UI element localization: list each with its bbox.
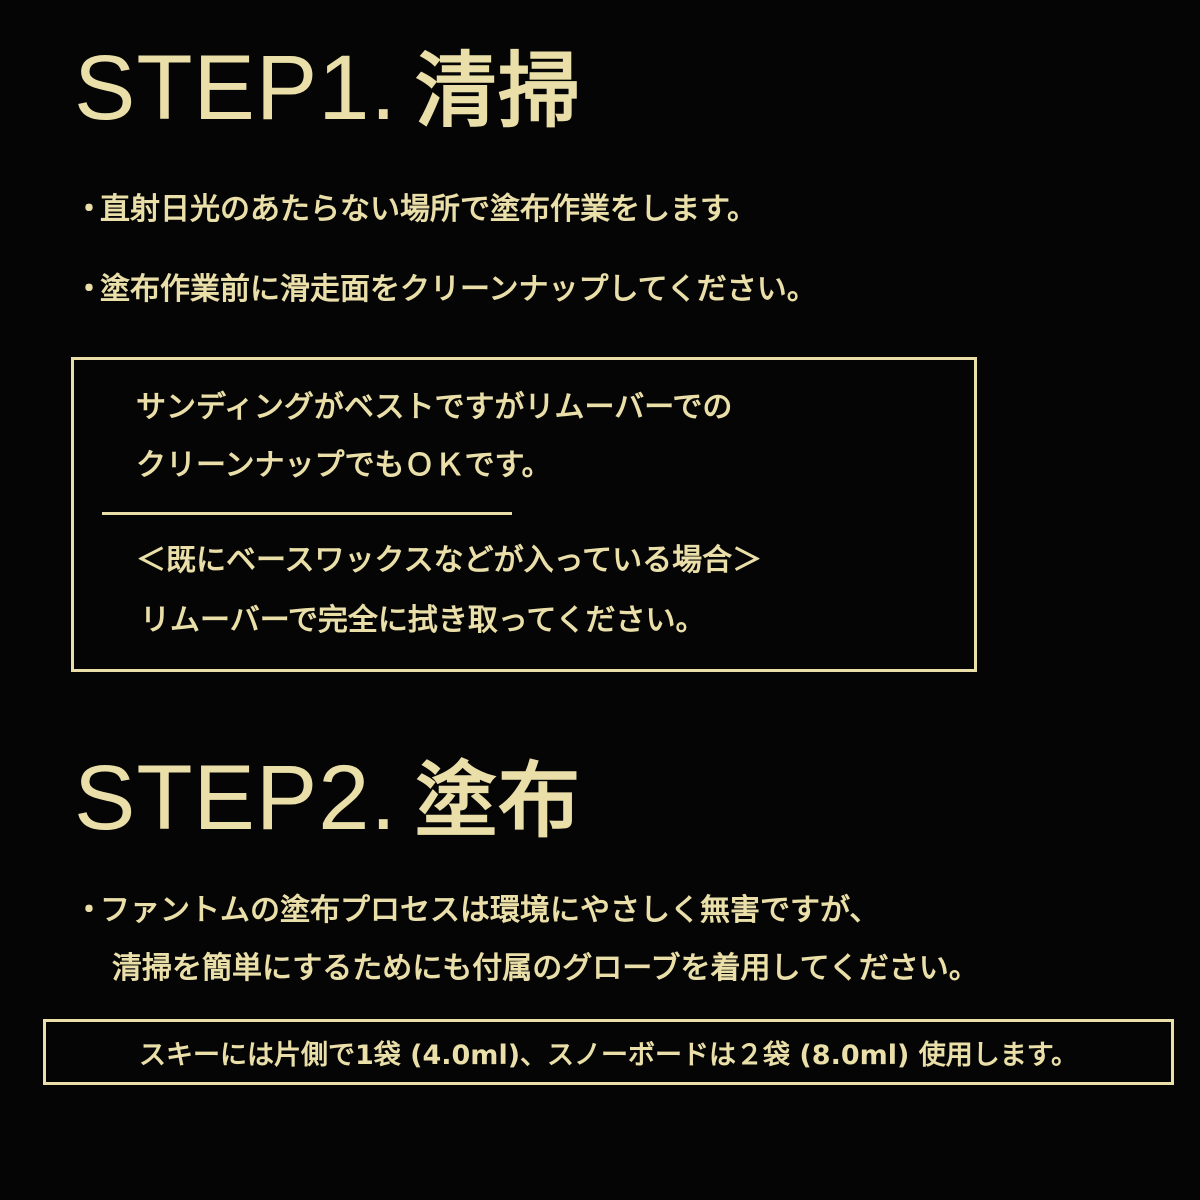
bullet-text: 直射日光のあたらない場所で塗布作業をします。	[100, 192, 757, 227]
step1-bullet-1: ・直射日光のあたらない場所で塗布作業をします。	[74, 192, 757, 228]
usage-amount-text: スキーには片側で1袋 (4.0ml)、スノーボードは２袋 (8.0ml) 使用し…	[138, 1039, 1079, 1071]
step2-bullet: ・ファントムの塗布プロセスは環境にやさしく無害ですが、 清掃を簡単にするためにも…	[74, 893, 979, 987]
bullet-marker: ・	[74, 893, 104, 928]
bullet-text-line-2: 清掃を簡単にするためにも付属のグローブを着用してください。	[112, 951, 979, 986]
step1-heading-title: 清掃	[415, 44, 582, 139]
step2-heading-title: 塗布	[415, 754, 582, 849]
bullet-marker: ・	[74, 192, 104, 227]
step1-heading-number: STEP1.	[74, 37, 398, 139]
bullet-text-line-1: ファントムの塗布プロセスは環境にやさしく無害ですが、	[100, 893, 880, 928]
step2-heading: STEP2.塗布	[74, 752, 581, 844]
usage-amount-box: スキーには片側で1袋 (4.0ml)、スノーボードは２袋 (8.0ml) 使用し…	[43, 1019, 1174, 1085]
step1-heading: STEP1.清掃	[74, 42, 581, 134]
note-line-1: サンディングがベストですがリムーバーでの	[136, 390, 733, 425]
step1-bullet-2: ・塗布作業前に滑走面をクリーンナップしてください。	[74, 272, 817, 308]
note-divider	[102, 512, 512, 515]
cleaning-note-box: サンディングがベストですがリムーバーでの クリーンナップでもＯＫです。 ＜既にベ…	[71, 357, 977, 672]
note-line-2: クリーンナップでもＯＫです。	[136, 448, 552, 483]
note-line-4: リムーバーで完全に拭き取ってください。	[140, 603, 706, 638]
bullet-text: 塗布作業前に滑走面をクリーンナップしてください。	[100, 272, 817, 307]
step2-heading-number: STEP2.	[74, 747, 398, 849]
note-line-3: ＜既にベースワックスなどが入っている場合＞	[136, 543, 763, 578]
bullet-marker: ・	[74, 272, 104, 307]
